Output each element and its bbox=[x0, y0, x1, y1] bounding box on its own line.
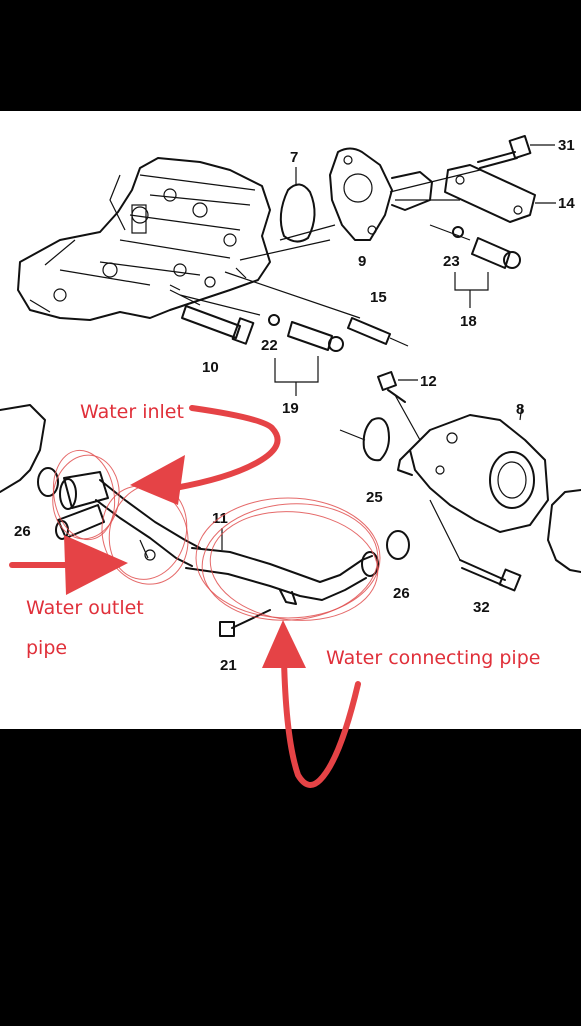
part-22-washer bbox=[268, 314, 280, 326]
part-7-gasket bbox=[279, 183, 316, 243]
part-21-bolt bbox=[219, 609, 271, 637]
part-14-bracket bbox=[444, 164, 556, 223]
part-25-gasket bbox=[362, 417, 390, 462]
water-connecting-pipe bbox=[185, 547, 379, 605]
part-label-23: 23 bbox=[443, 253, 460, 270]
part-label-26-right: 26 bbox=[393, 585, 410, 602]
part-8-thermostat-housing bbox=[397, 404, 549, 533]
part-label-7: 7 bbox=[290, 149, 298, 166]
part-18-sensor bbox=[471, 237, 521, 269]
part-label-26-left: 26 bbox=[14, 523, 31, 540]
diagram-panel bbox=[0, 111, 581, 729]
part-15-sensor bbox=[347, 317, 409, 347]
part-19-sensor bbox=[287, 321, 344, 352]
part-label-19: 19 bbox=[282, 400, 299, 417]
part-label-8: 8 bbox=[516, 401, 524, 418]
engine-block bbox=[17, 157, 271, 321]
part-label-21: 21 bbox=[220, 657, 237, 674]
label-water-outlet-line1: Water outlet bbox=[26, 597, 144, 619]
part-label-32: 32 bbox=[473, 599, 490, 616]
part-label-22: 22 bbox=[261, 337, 278, 354]
part-9-water-outlet bbox=[329, 147, 433, 241]
part-label-11: 11 bbox=[212, 510, 228, 527]
part-label-9: 9 bbox=[358, 253, 366, 270]
part-label-15: 15 bbox=[370, 289, 387, 306]
label-water-connecting-pipe: Water connecting pipe bbox=[326, 647, 540, 669]
part-10-stud bbox=[181, 305, 255, 345]
arrow-water-inlet bbox=[130, 405, 281, 505]
part-label-25: 25 bbox=[366, 489, 383, 506]
part-label-31: 31 bbox=[558, 137, 575, 154]
annotation-circle-inlet bbox=[52, 449, 120, 541]
gasket-fragment bbox=[0, 404, 46, 493]
water-outlet-pipe bbox=[55, 471, 201, 567]
part-26-oring-left bbox=[37, 467, 59, 497]
thermostat-fragment bbox=[547, 489, 581, 573]
part-32-bolt bbox=[459, 559, 522, 592]
leader-line bbox=[169, 169, 481, 561]
part-label-18: 18 bbox=[460, 313, 477, 330]
part-31-bolt bbox=[477, 134, 555, 169]
arrow-water-outlet bbox=[9, 535, 128, 595]
part-label-14: 14 bbox=[558, 195, 575, 212]
label-water-outlet-line2: pipe bbox=[26, 637, 67, 659]
part-label-12: 12 bbox=[420, 373, 437, 390]
arrow-water-connecting bbox=[262, 620, 361, 788]
part-26-oring-right bbox=[386, 530, 410, 560]
annotation-circle-connecting bbox=[195, 497, 381, 621]
part-23-washer bbox=[452, 226, 464, 238]
part-12-bolt bbox=[377, 371, 418, 403]
part-label-10: 10 bbox=[202, 359, 219, 376]
label-water-inlet: Water inlet bbox=[80, 401, 184, 423]
